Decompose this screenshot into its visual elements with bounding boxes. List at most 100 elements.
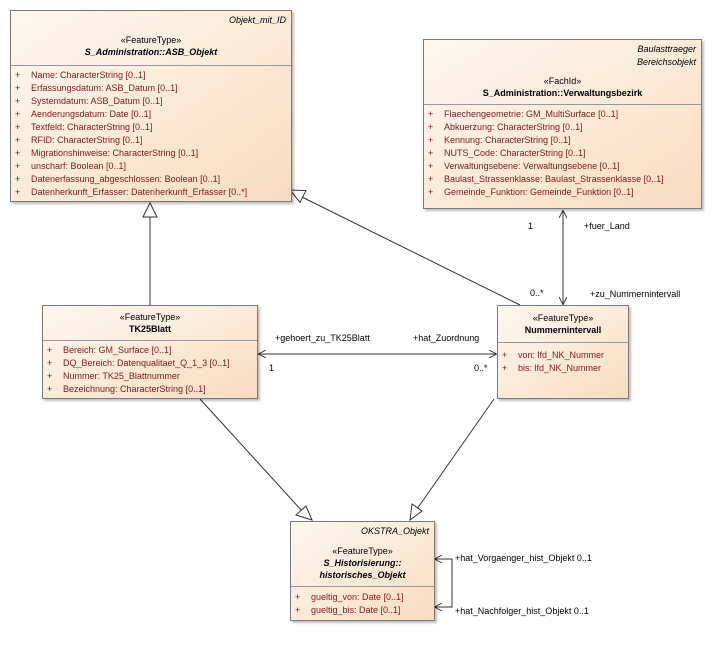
attribute-row[interactable]: + DQ_Bereich: Datenqualitaet_Q_1_3 [0..1] xyxy=(43,357,257,370)
visibility-marker: + xyxy=(428,174,434,184)
class-header: OKSTRA_Objekt «FeatureType» S_Historisie… xyxy=(291,522,434,587)
attribute-row[interactable]: + NUTS_Code: CharacterString [0..1] xyxy=(424,147,701,160)
attribute-row[interactable]: +Migrationshinweise: CharacterString [0.… xyxy=(11,147,291,160)
visibility-marker: + xyxy=(502,363,508,373)
visibility-marker: + xyxy=(502,350,508,360)
role-label: +fuer_Land xyxy=(584,221,630,231)
attribute-row[interactable]: + Abkuerzung: CharacterString [0..1] xyxy=(424,121,701,134)
generalization-arrowhead xyxy=(409,503,423,522)
attribute-list: +Flaechengeometrie: GM_MultiSurface [0..… xyxy=(424,105,701,199)
attribute-row[interactable]: +Datenherkunft_Erfasser: Datenherkunft_E… xyxy=(11,186,291,199)
attribute-text: Erfassungsdatum: ASB_Datum [0..1] xyxy=(31,83,178,93)
attribute-text: Systemdatum: ASB_Datum [0..1] xyxy=(31,96,163,106)
attribute-text: Datenerfassung_abgeschlossen: Boolean [0… xyxy=(31,174,221,184)
attribute-text: RFID: CharacterString [0..1] xyxy=(31,135,143,145)
attribute-row[interactable]: +Textfeld: CharacterString [0..1] xyxy=(11,121,291,134)
attribute-text: gueltig_von: Date [0..1] xyxy=(311,592,404,602)
visibility-marker: + xyxy=(428,109,434,119)
multiplicity-label: 0..* xyxy=(530,288,544,298)
attribute-list: + Name: CharacterString [0..1] + Erfassung… xyxy=(11,66,291,199)
attribute-text: bis: lfd_NK_Nummer xyxy=(518,363,602,373)
attribute-text: unscharf: Boolean [0..1] xyxy=(31,161,127,171)
attribute-text: gueltig_bis: Date [0..1] xyxy=(311,605,401,615)
attribute-text: Baulast_Strassenklasse: Baulast_Strassen… xyxy=(444,174,664,184)
attribute-row[interactable]: +gueltig_bis: Date [0..1] xyxy=(291,604,434,617)
visibility-marker: + xyxy=(295,592,301,602)
attribute-row[interactable]: + Name: CharacterString [0..1] xyxy=(11,69,291,82)
visibility-marker: + xyxy=(15,135,21,145)
class-name: S_Administration::Verwaltungsbezirk xyxy=(482,88,643,98)
attribute-row[interactable]: +Bezeichnung: CharacterString [0..1] xyxy=(43,383,257,396)
attribute-row[interactable]: + Verwaltungsebene: Verwaltungsebene [0..… xyxy=(424,160,701,173)
attribute-text: Bezeichnung: CharacterString [0..1] xyxy=(63,384,206,394)
class-header: «FeatureType» Nummernintervall xyxy=(498,306,628,343)
class-tag-line: Bereichsobjekt xyxy=(636,57,696,67)
self-association-historisches-objekt xyxy=(435,559,453,607)
visibility-marker: + xyxy=(428,122,434,132)
attribute-list: + gueltig_von: Date [0..1] +gueltig_bis: … xyxy=(291,587,434,617)
attribute-row[interactable]: +von: lfd_NK_Nummer xyxy=(498,349,628,362)
visibility-marker: + xyxy=(15,83,21,93)
attribute-text: Kennung: CharacterString [0..1] xyxy=(444,135,571,145)
class-header: Objekt_mit_ID «FeatureType» S_Administra… xyxy=(11,11,291,66)
generalization-arrowhead xyxy=(295,505,313,521)
role-label: +hat_Nachfolger_hist_Objekt 0..1 xyxy=(455,606,589,616)
visibility-marker: + xyxy=(47,358,53,368)
attribute-row[interactable]: +Systemdatum: ASB_Datum [0..1] xyxy=(11,95,291,108)
visibility-marker: + xyxy=(428,161,434,171)
attribute-text: Name: CharacterString [0..1] xyxy=(31,70,146,80)
visibility-marker: + xyxy=(47,345,53,355)
stereotype: «FeatureType» xyxy=(120,35,182,45)
generalization-ni-to-hist xyxy=(416,398,495,510)
class-tk25blatt[interactable]: «FeatureType» TK25Blatt + Bereich: GM_Sur… xyxy=(42,305,258,399)
class-name: S_Administration::ASB_Objekt xyxy=(84,47,218,57)
multiplicity-label: 0..* xyxy=(474,363,488,373)
attribute-row[interactable]: +Gemeinde_Funktion: Gemeinde_Funktion [0… xyxy=(424,186,701,199)
attribute-text: Bereich: GM_Surface [0..1] xyxy=(63,345,172,355)
attribute-text: Verwaltungsebene: Verwaltungsebene [0..1… xyxy=(444,161,620,171)
visibility-marker: + xyxy=(15,161,21,171)
attribute-row[interactable]: +Flaechengeometrie: GM_MultiSurface [0..… xyxy=(424,108,701,121)
visibility-marker: + xyxy=(15,70,21,80)
attribute-row[interactable]: + bis: lfd_NK_Nummer xyxy=(498,362,628,375)
attribute-row[interactable]: + Baulast_Strassenklasse: Baulast_Strasse… xyxy=(424,173,701,186)
attribute-row[interactable]: +Aenderungsdatum: Date [0..1] xyxy=(11,108,291,121)
generalization-tk25-to-hist xyxy=(199,398,303,512)
class-historisches-objekt[interactable]: OKSTRA_Objekt «FeatureType» S_Historisie… xyxy=(290,521,435,621)
class-asb-objekt[interactable]: Objekt_mit_ID «FeatureType» S_Administra… xyxy=(10,10,292,202)
attribute-row[interactable]: +Kennung: CharacterString [0..1] xyxy=(424,134,701,147)
attribute-text: Abkuerzung: CharacterString [0..1] xyxy=(444,122,583,132)
stereotype: «FeatureType» xyxy=(119,312,181,322)
visibility-marker: + xyxy=(15,174,21,184)
attribute-text: Datenherkunft_Erfasser: Datenherkunft_Er… xyxy=(31,187,248,197)
attribute-row[interactable]: + RFID: CharacterString [0..1] xyxy=(11,134,291,147)
attribute-row[interactable]: + unscharf: Boolean [0..1] xyxy=(11,160,291,173)
attribute-row[interactable]: +Nummer: TK25_Blattnummer xyxy=(43,370,257,383)
class-nummernintervall[interactable]: «FeatureType» Nummernintervall +von: lfd… xyxy=(497,305,629,399)
class-tag: OKSTRA_Objekt xyxy=(360,526,429,536)
attribute-list: +von: lfd_NK_Nummer + bis: lfd_NK_Nummer xyxy=(498,343,628,375)
visibility-marker: + xyxy=(15,109,21,119)
stereotype: «FeatureType» xyxy=(532,313,594,323)
attribute-row[interactable]: + Erfassungsdatum: ASB_Datum [0..1] xyxy=(11,82,291,95)
attribute-list: + Bereich: GM_Surface [0..1] + DQ_Bereich:… xyxy=(43,341,257,396)
visibility-marker: + xyxy=(428,148,434,158)
attribute-row[interactable]: + Datenerfassung_abgeschlossen: Boolean [… xyxy=(11,173,291,186)
class-header: «FeatureType» TK25Blatt xyxy=(43,306,257,341)
attribute-text: DQ_Bereich: Datenqualitaet_Q_1_3 [0..1] xyxy=(63,358,230,368)
visibility-marker: + xyxy=(15,148,21,158)
attribute-text: NUTS_Code: CharacterString [0..1] xyxy=(444,148,586,158)
attribute-text: Nummer: TK25_Blattnummer xyxy=(63,371,180,381)
attribute-row[interactable]: + Bereich: GM_Surface [0..1] xyxy=(43,344,257,357)
role-label: +hat_Vorgaenger_hist_Objekt 0..1 xyxy=(455,553,592,563)
attribute-row[interactable]: + gueltig_von: Date [0..1] xyxy=(291,591,434,604)
generalization-ni-to-asb xyxy=(301,196,521,306)
class-name: TK25Blatt xyxy=(128,324,171,334)
multiplicity-label: 1 xyxy=(269,363,275,373)
attribute-text: Gemeinde_Funktion: Gemeinde_Funktion [0.… xyxy=(444,187,634,197)
attribute-text: Textfeld: CharacterString [0..1] xyxy=(31,122,153,132)
class-name: Nummernintervall xyxy=(524,325,602,335)
